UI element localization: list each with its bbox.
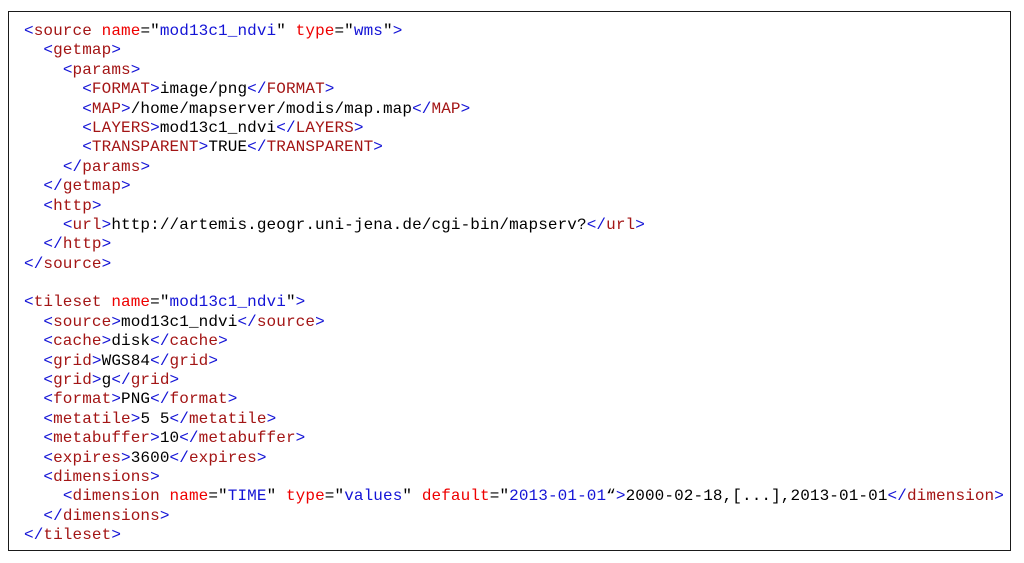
code-line: <LAYERS>mod13c1_ndvi</LAYERS> (82, 118, 364, 137)
code-line: <metatile>5 5</metatile> (43, 409, 277, 428)
code-line: <metabuffer>10</metabuffer> (43, 429, 306, 448)
code-line: <getmap> (43, 41, 122, 60)
code-line: <http> (43, 196, 102, 215)
code-line: </source> (24, 254, 112, 273)
code-line: </http> (43, 235, 112, 254)
code-line: <source>mod13c1_ndvi</source> (43, 312, 325, 331)
code-line: </dimensions> (43, 506, 170, 525)
code-line: </getmap> (43, 177, 131, 196)
code-line: <url>http://artemis.geogr.uni-jena.de/cg… (62, 215, 645, 234)
code-line: <params> (62, 60, 141, 79)
code-line: <format>PNG</format> (43, 390, 238, 409)
code-line: <grid>g</grid> (43, 371, 180, 390)
code-line: </params> (62, 157, 151, 176)
xml-config-code: <source name="mod13c1_ndvi" type="wms"> … (24, 22, 1004, 546)
code-line: <MAP>/home/mapserver/modis/map.map</MAP> (82, 99, 471, 118)
code-line: </tileset> (24, 526, 122, 545)
code-line: <FORMAT>image/png</FORMAT> (82, 80, 335, 99)
blank-line (24, 274, 1004, 293)
code-line: <expires>3600</expires> (43, 448, 267, 467)
code-line: <TRANSPARENT>TRUE</TRANSPARENT> (82, 138, 383, 157)
code-line: <tileset name="mod13c1_ndvi"> (24, 293, 306, 312)
code-line: <dimension name="TIME" type="values" def… (62, 487, 1004, 506)
code-line: <dimensions> (43, 467, 160, 486)
code-line: <source name="mod13c1_ndvi" type="wms"> (24, 22, 403, 40)
code-listing-box: <source name="mod13c1_ndvi" type="wms"> … (8, 11, 1011, 551)
code-line: <cache>disk</cache> (43, 332, 228, 351)
code-line: <grid>WGS84</grid> (43, 351, 219, 370)
